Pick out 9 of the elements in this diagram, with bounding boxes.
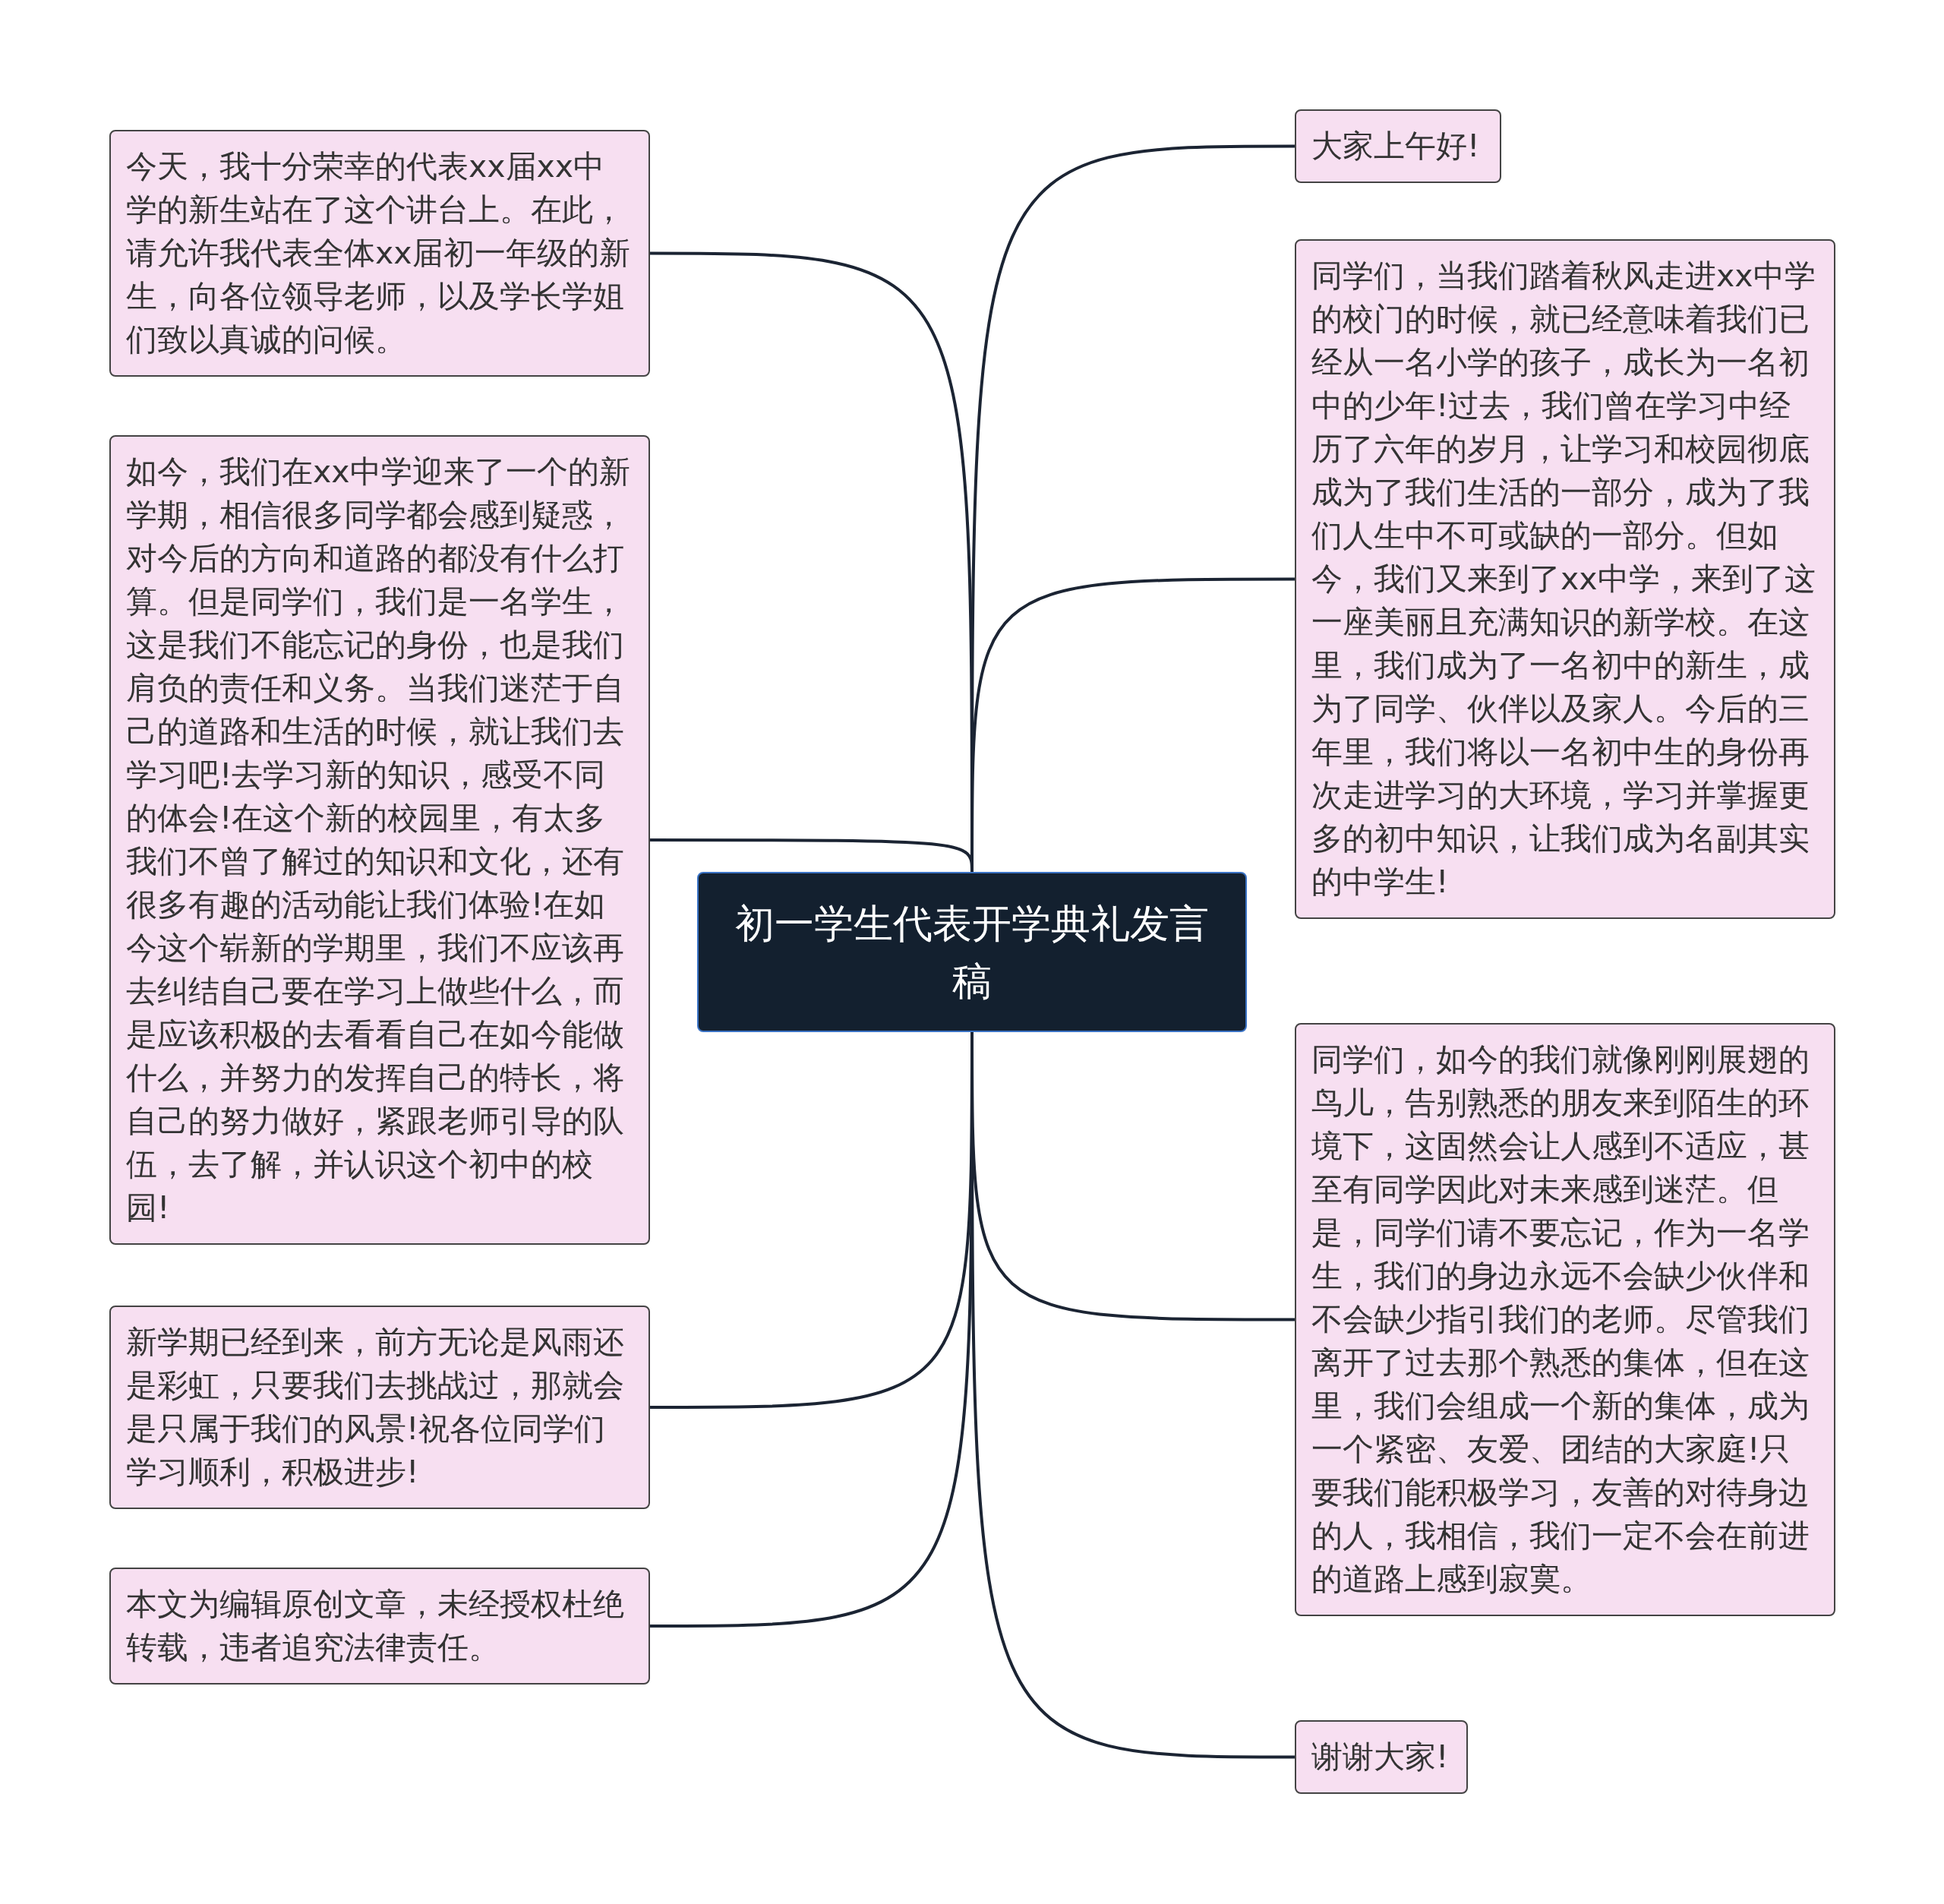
topic-box: 如今，我们在xx中学迎来了一个的新学期，相信很多同学都会感到疑惑，对今后的方向和道路的都没有什么打算。但是同学们，我们是一名学生，这是我们不能忘记的身份，也是我们肩负的责任和义务。当我们迷茫于自己的道路和生活的时候，就让我们去学习吧!去学习新的知识，感受不同的体会!在这个新的校园里，有太多我们不曾了解过的知识和文化，还有很多有趣的活动能让我们体验!在如今这个崭新的学期里，我们不应该再去纠结自己要在学习上做些什么，而是应该积极的去看看自己在如今能做什么，并努力的发挥自己的特长，将自己的努力做好，紧跟老师引导的队伍，去了解，并认识这个初中的校园! — [109, 435, 650, 1245]
topic-box: 谢谢大家! — [1295, 1720, 1468, 1794]
topic-box: 同学们，如今的我们就像刚刚展翅的鸟儿，告别熟悉的朋友来到陌生的环境下，这固然会让人感到不适应，甚至有同学因此对未来感到迷茫。但是，同学们请不要忘记，作为一名学生，我们的身边永远不会缺少伙伴和不会缺少指引我们的老师。尽管我们离开了过去那个熟悉的集体，但在这里，我们会组成一个新的集体，成为一个紧密、友爱、团结的大家庭!只要我们能积极学习，友善的对待身边的人，我相信，我们一定不会在前进的道路上感到寂寞。 — [1295, 1023, 1835, 1616]
topic-box: 新学期已经到来，前方无论是风雨还是彩虹，只要我们去挑战过，那就会是只属于我们的风景!祝各位同学们学习顺利，积极进步! — [109, 1306, 650, 1509]
topic-box: 本文为编辑原创文章，未经授权杜绝转载，违者追究法律责任。 — [109, 1568, 650, 1685]
topic-box: 同学们，当我们踏着秋风走进xx中学的校门的时候，就已经意味着我们已经从一名小学的孩子，成长为一名初中的少年!过去，我们曾在学习中经历了六年的岁月，让学习和校园彻底成为了我们生活的一部分，成为了我们人生中不可或缺的一部分。但如今，我们又来到了xx中学，来到了这一座美丽且充满知识的新学校。在这里，我们成为了一名初中的新生，成为了同学、伙伴以及家人。今后的三年里，我们将以一名初中生的身份再次走进学习的大环境，学习并掌握更多的初中知识，让我们成为名副其实的中学生! — [1295, 239, 1835, 919]
topic-box: 大家上午好! — [1295, 109, 1501, 183]
central-topic: 初一学生代表开学典礼发言稿 — [697, 872, 1247, 1032]
topic-box: 今天，我十分荣幸的代表xx届xx中学的新生站在了这个讲台上。在此，请允许我代表全体xx届初一年级的新生，向各位领导老师，以及学长学姐们致以真诚的问候。 — [109, 130, 650, 377]
